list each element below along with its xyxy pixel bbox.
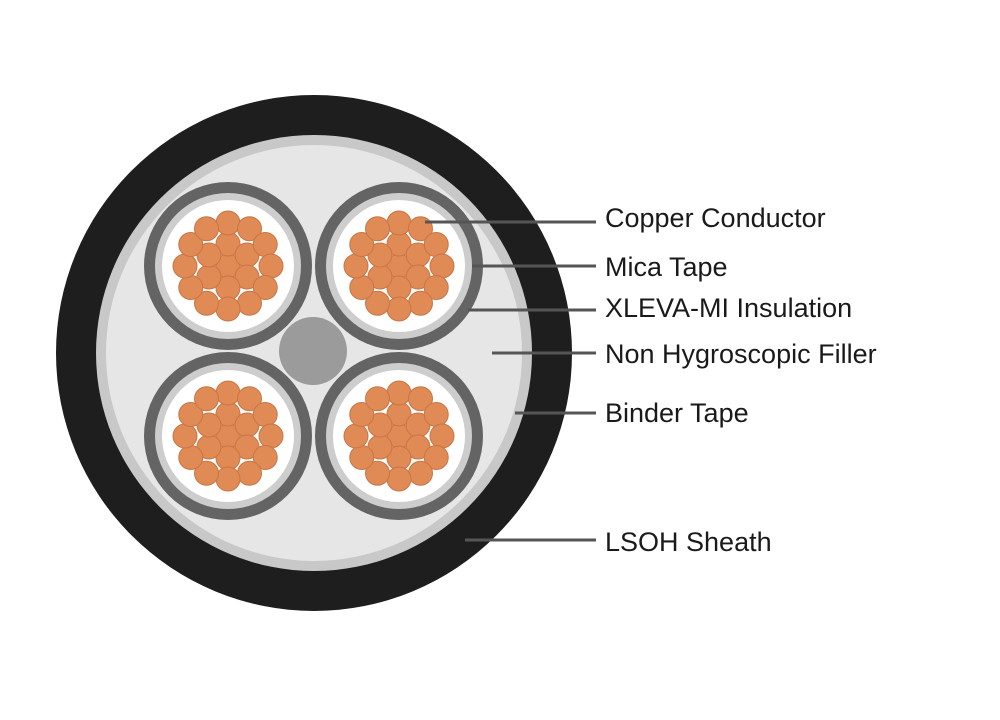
copper-strand [215,296,241,322]
core-bottom-left [144,352,312,520]
copper-strand [237,386,262,412]
copper-strand [386,210,412,236]
copper-strand [258,253,284,279]
copper-strand [408,290,433,316]
copper-strand [172,423,198,449]
copper-strand [365,216,390,242]
copper-strand [408,386,433,412]
copper-strand [386,296,412,322]
cable-cores [144,182,483,520]
leader-lines [425,220,596,542]
copper-strand [237,460,262,486]
copper-strand [423,275,449,300]
copper-strand [429,423,455,449]
copper-strand [237,290,262,316]
copper-strand [365,460,390,486]
copper-strand [194,386,219,412]
label-binder-tape: Binder Tape [605,398,749,428]
center-filler-rod [279,317,347,385]
copper-strand [423,232,449,257]
copper-strand [237,216,262,242]
copper-strand [258,423,284,449]
copper-strand [178,402,204,427]
copper-strand [252,232,278,257]
core-top-left [144,182,312,350]
copper-strand [349,402,375,427]
copper-strand [178,232,204,257]
copper-strand [252,402,278,427]
copper-strand [423,445,449,470]
copper-strand [423,402,449,427]
copper-strand [386,466,412,492]
copper-strand [215,380,241,406]
copper-strand [343,423,369,449]
copper-strand [408,460,433,486]
label-mica-tape: Mica Tape [605,252,728,282]
copper-strand [349,275,375,300]
copper-strand [429,253,455,279]
copper-strand [194,290,219,316]
copper-strand [365,290,390,316]
copper-strand [194,460,219,486]
copper-strand [215,466,241,492]
label-filler: Non Hygroscopic Filler [605,339,877,369]
copper-strand [386,380,412,406]
core-bottom-right [315,352,483,520]
copper-strand [215,210,241,236]
copper-strand [343,253,369,279]
copper-strand [194,216,219,242]
copper-strand [178,275,204,300]
copper-strand [252,445,278,470]
label-sheath: LSOH Sheath [605,527,772,557]
copper-strand [178,445,204,470]
copper-strand [252,275,278,300]
copper-strand [349,232,375,257]
label-copper-conductor: Copper Conductor [605,203,826,233]
label-insulation: XLEVA-MI Insulation [605,293,852,323]
copper-strand [172,253,198,279]
copper-strand [365,386,390,412]
core-top-right [315,182,483,350]
copper-strand [349,445,375,470]
